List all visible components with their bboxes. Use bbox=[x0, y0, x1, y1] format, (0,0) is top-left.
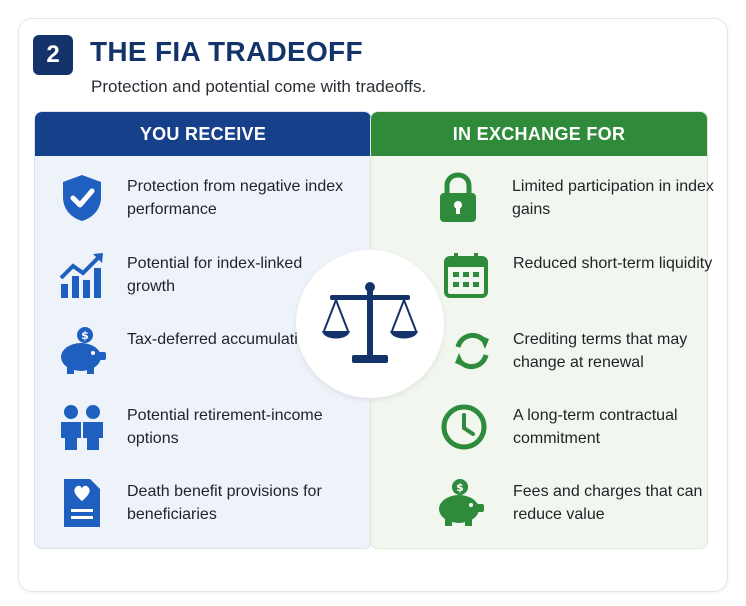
exchange-item: $ Fees and charges that can reduce value bbox=[410, 465, 703, 541]
receive-item: Potential retirement-income options bbox=[34, 389, 334, 465]
padlock-icon bbox=[430, 170, 486, 226]
exchange-item-label: Limited participation in index gains bbox=[512, 178, 714, 218]
exchange-item: Reduced short-term liquidity bbox=[410, 237, 712, 313]
receive-item: Protection from negative index performan… bbox=[34, 160, 343, 236]
piggy-bank-icon: $ bbox=[432, 475, 488, 531]
refresh-arrows-icon bbox=[444, 323, 500, 379]
calendar-icon bbox=[438, 247, 494, 303]
exchange-item: Limited participation in index gains bbox=[410, 160, 714, 236]
receive-item: Potential for index-linked growth bbox=[34, 237, 334, 313]
receive-item-label: Potential retirement-income options bbox=[127, 407, 323, 447]
exchange-item: Crediting terms that may change at renew… bbox=[410, 313, 700, 389]
exchange-item-label: Reduced short-term liquidity bbox=[513, 255, 713, 272]
document-heart-icon bbox=[54, 475, 110, 531]
growth-chart-icon bbox=[54, 247, 110, 303]
scale-circle bbox=[296, 250, 444, 398]
clock-icon bbox=[436, 399, 492, 455]
receive-item-label: Potential for index-linked growth bbox=[127, 255, 303, 295]
page-subtitle: Protection and potential come with trade… bbox=[91, 77, 427, 96]
receive-item-label: Protection from negative index performan… bbox=[127, 178, 344, 218]
svg-text:$: $ bbox=[81, 329, 89, 342]
people-icon bbox=[54, 399, 110, 455]
receive-item-label: Death benefit provisions for beneficiari… bbox=[127, 483, 322, 523]
you-receive-heading: YOU RECEIVE bbox=[35, 112, 371, 156]
exchange-item-label: Fees and charges that can reduce value bbox=[513, 483, 703, 523]
step-badge: 2 bbox=[33, 35, 73, 75]
receive-item: $ Tax-deferred accumulation bbox=[34, 313, 334, 389]
shield-check-icon bbox=[54, 170, 110, 226]
exchange-item: A long-term contractual commitment bbox=[410, 389, 700, 465]
receive-item: Death benefit provisions for beneficiari… bbox=[34, 465, 334, 541]
in-exchange-heading: IN EXCHANGE FOR bbox=[371, 112, 707, 156]
exchange-item-label: Crediting terms that may change at renew… bbox=[513, 331, 688, 371]
svg-text:$: $ bbox=[456, 481, 464, 494]
receive-item-label: Tax-deferred accumulation bbox=[127, 331, 316, 348]
page-title: THE FIA TRADEOFF bbox=[90, 36, 363, 67]
exchange-item-label: A long-term contractual commitment bbox=[513, 407, 678, 447]
piggy-bank-icon: $ bbox=[54, 323, 110, 379]
balance-scale-icon bbox=[322, 282, 418, 363]
